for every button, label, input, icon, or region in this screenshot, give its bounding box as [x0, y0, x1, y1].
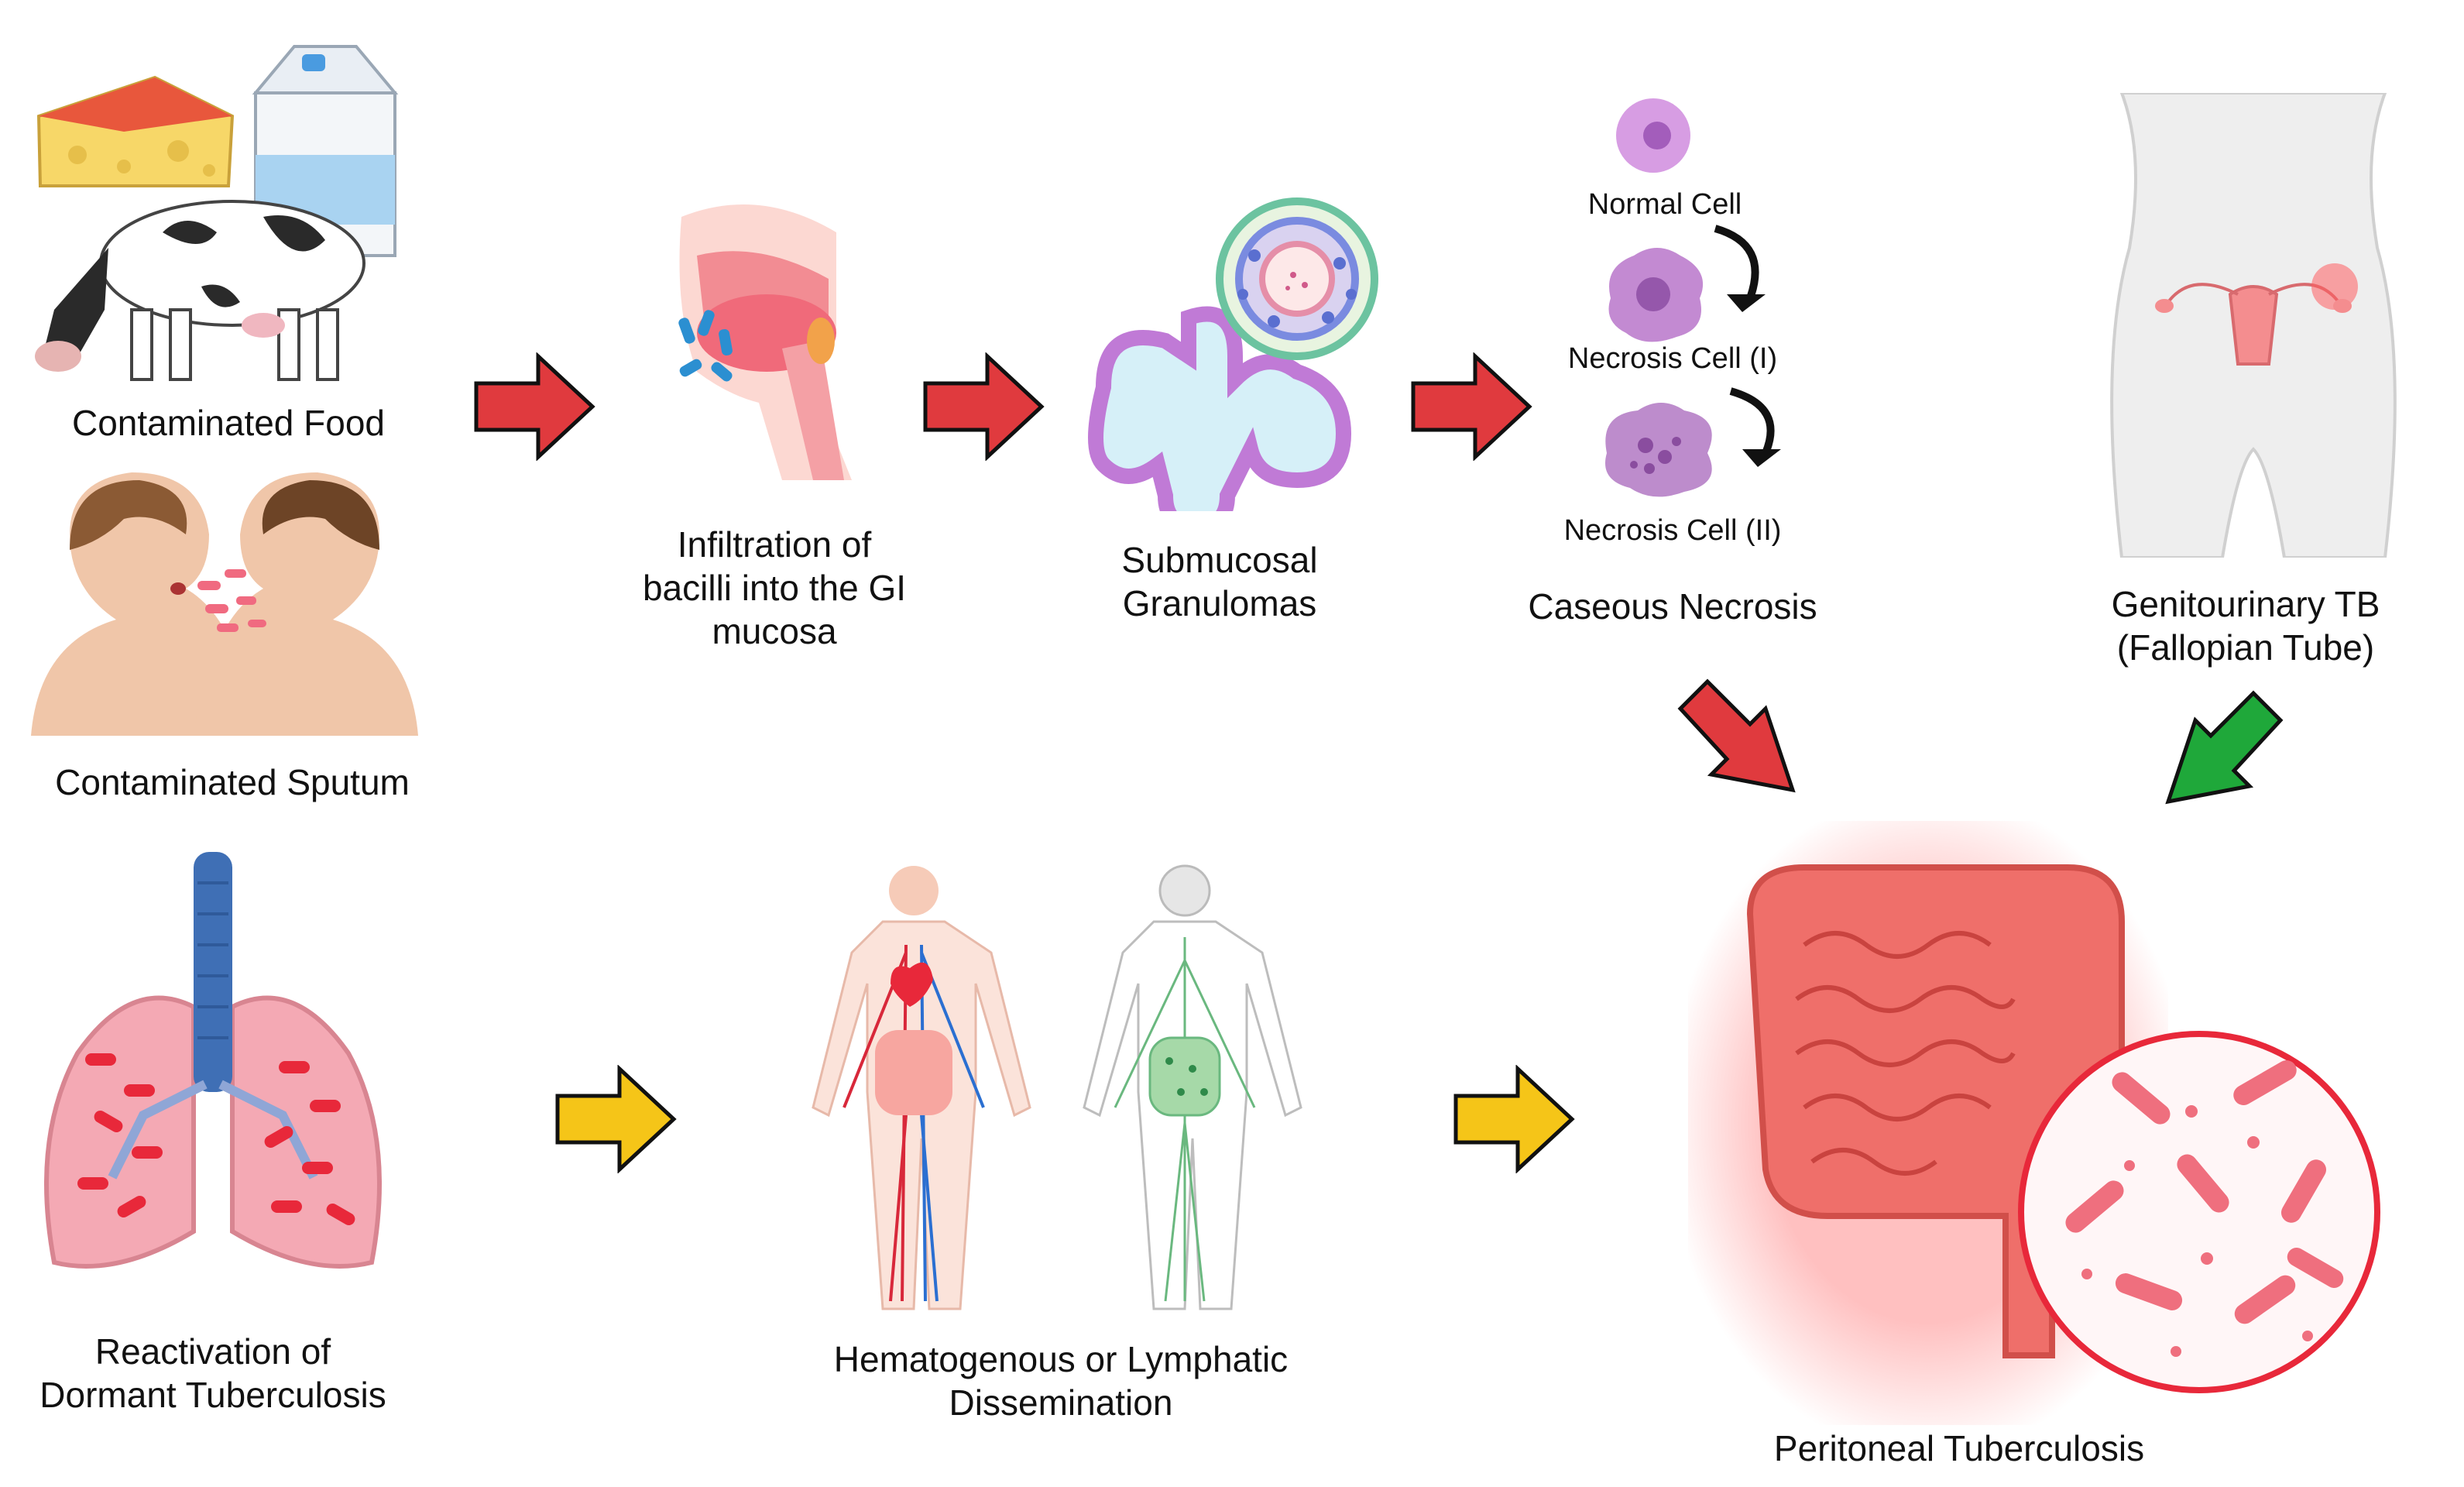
label-necrosis-cell-ii: Necrosis Cell (II) — [1563, 514, 1782, 547]
lymphatic-system-icon — [1083, 864, 1302, 1310]
cheese-icon — [36, 75, 235, 187]
head-cross-section-icon — [678, 204, 852, 480]
label-normal-cell: Normal Cell — [1587, 188, 1742, 221]
label-necrosis-cell-i: Necrosis Cell (I) — [1567, 342, 1778, 375]
right-arrow-icon — [555, 1065, 677, 1173]
people-coughing-icon — [31, 472, 418, 736]
label-dissemination-line1: Hematogenous or Lymphatic — [833, 1339, 1289, 1379]
label-infiltration-line1: Infiltration of — [677, 524, 872, 565]
label-dissemination-line2: Dissemination — [949, 1382, 1173, 1423]
label-caseous-necrosis: Caseous Necrosis — [1528, 586, 1817, 627]
label-genitourinary-line1: Genitourinary TB — [2111, 584, 2380, 624]
label-genitourinary-line2: (Fallopian Tube) — [2116, 627, 2375, 668]
right-arrow-icon — [923, 352, 1045, 461]
lungs-icon — [44, 852, 382, 1269]
label-infiltration-line2: bacilli into the GI — [642, 568, 907, 608]
curved-arrow-icon — [1729, 387, 1781, 467]
label-submucosal-line1: Submucosal — [1121, 540, 1318, 580]
down-left-arrow-icon — [2165, 690, 2284, 805]
granuloma-icon — [1088, 197, 1378, 511]
female-pelvis-icon — [2110, 93, 2397, 558]
circulatory-system-icon — [812, 866, 1031, 1310]
label-peritoneal-tuberculosis: Peritoneal Tuberculosis — [1773, 1428, 2145, 1468]
label-contaminated-food: Contaminated Food — [71, 403, 386, 443]
label-contaminated-sputum: Contaminated Sputum — [55, 762, 410, 802]
necrosis-cell-i-icon — [1608, 248, 1704, 342]
label-reactivation-line2: Dormant Tuberculosis — [39, 1375, 386, 1415]
down-right-arrow-icon — [1677, 678, 1796, 793]
label-reactivation-line1: Reactivation of — [94, 1331, 331, 1372]
right-arrow-icon — [474, 352, 595, 461]
bacteria-magnified-icon — [2018, 1031, 2380, 1393]
label-infiltration-line3: mucosa — [712, 611, 837, 651]
normal-cell-icon — [1616, 98, 1690, 173]
label-submucosal-line2: Granulomas — [1122, 583, 1317, 623]
necrosis-cell-ii-icon — [1605, 403, 1712, 497]
right-arrow-icon — [1411, 352, 1532, 461]
right-arrow-icon — [1453, 1065, 1575, 1173]
curved-arrow-icon — [1714, 225, 1766, 312]
cow-icon — [35, 200, 365, 381]
